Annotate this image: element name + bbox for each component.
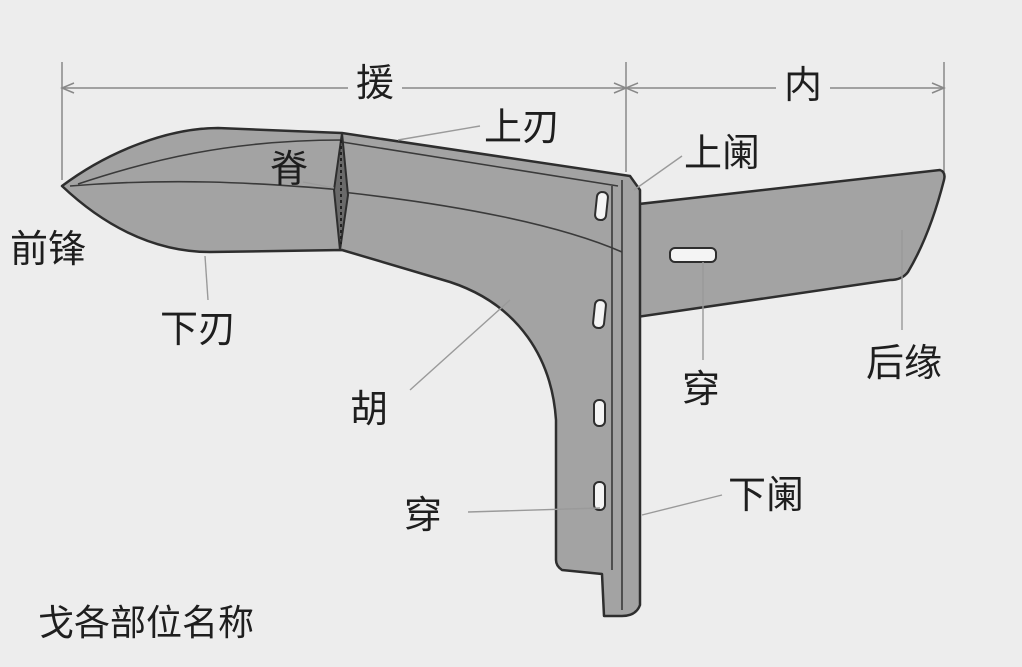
label-hu: 胡	[350, 387, 389, 431]
label-chuan-nei: 穿	[682, 367, 721, 411]
yuan-hu-blade	[60, 126, 642, 618]
ji-ridge	[332, 132, 350, 251]
label-qian-feng: 前锋	[10, 227, 87, 271]
label-hou-yuan: 后缘	[866, 341, 943, 385]
label-shang-ren: 上刃	[484, 105, 561, 149]
chuan-holes	[592, 191, 609, 511]
label-xia-lan: 下阑	[728, 473, 805, 517]
diagram-caption: 戈各部位名称	[38, 603, 255, 644]
nei-tang-shape	[628, 168, 946, 320]
label-chuan-hu: 穿	[404, 493, 443, 537]
label-yuan: 援	[348, 64, 403, 102]
label-ji: 脊	[270, 147, 309, 191]
leader-lines	[204, 125, 903, 516]
nei-chuan-hole	[669, 247, 717, 263]
label-shang-lan: 上阑	[684, 131, 761, 175]
blade-detail-lines	[69, 139, 623, 610]
label-xia-ren: 下刃	[160, 307, 237, 351]
label-nei: 内	[776, 66, 831, 104]
